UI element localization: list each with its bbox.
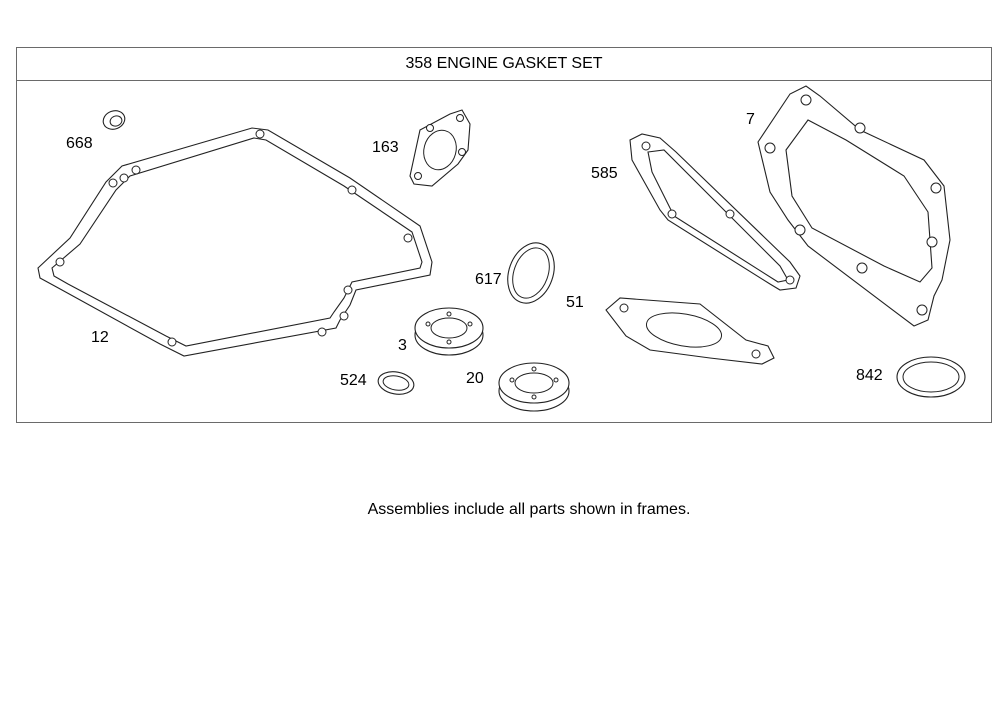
callout-7: 7 [746, 111, 755, 128]
part-585-gasket [629, 133, 801, 291]
part-7-head-gasket [757, 85, 951, 327]
assemblies-footnote: Assemblies include all parts shown in fr… [367, 501, 691, 518]
part-20-oil-seal [498, 362, 570, 412]
part-12-crankcase-gasket [37, 127, 433, 357]
part-524-seal-ring [377, 371, 415, 395]
part-51-gasket [605, 297, 775, 365]
callout-842: 842 [856, 367, 883, 384]
callout-524: 524 [340, 372, 367, 389]
callout-20: 20 [466, 370, 484, 387]
part-617-oring [507, 242, 555, 304]
part-3-oil-seal [414, 307, 484, 356]
part-842-oring [896, 356, 966, 398]
callout-3: 3 [398, 337, 407, 354]
part-163-gasket [409, 109, 471, 187]
callout-585: 585 [591, 165, 618, 182]
gasket-set-frame: 358 ENGINE GASKET SET [16, 47, 992, 423]
part-668-seal [102, 110, 126, 130]
callout-12: 12 [91, 329, 109, 346]
frame-title: 358 ENGINE GASKET SET [17, 48, 991, 81]
callout-668: 668 [66, 135, 93, 152]
callout-163: 163 [372, 139, 399, 156]
callout-617: 617 [475, 271, 502, 288]
callout-51: 51 [566, 294, 584, 311]
